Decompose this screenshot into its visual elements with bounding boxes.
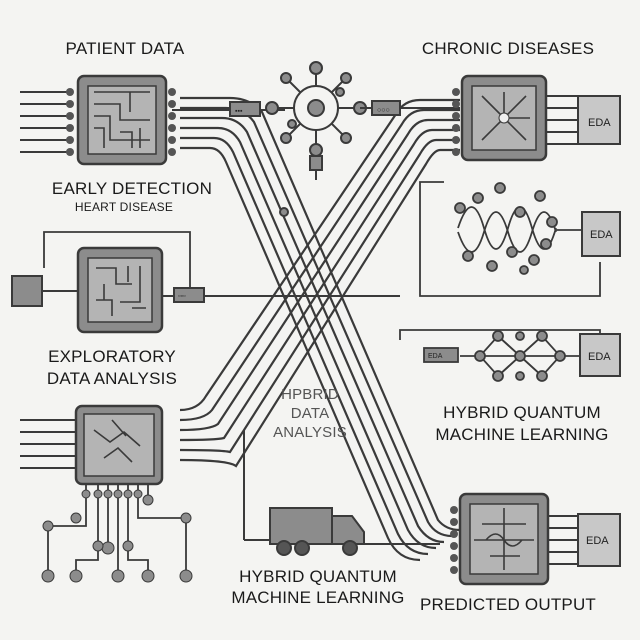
chronic-diseases-chip: EDA xyxy=(452,74,621,162)
eda-tag-4: EDA xyxy=(586,535,609,547)
wave-network: EDA xyxy=(419,181,621,297)
hybrid-center-line2: DATA xyxy=(290,405,330,422)
hybrid-quantum-network: EDA EDA xyxy=(399,329,621,382)
eda-tag-2: EDA xyxy=(590,229,613,241)
heart-disease-label: HEART DISEASE xyxy=(74,200,174,214)
hqml-bottom-line1: HYBRID QUANTUM xyxy=(239,567,397,586)
exploratory-chip: ▫▫▫ xyxy=(11,231,400,334)
predicted-output-label: PREDICTED OUTPUT xyxy=(419,595,597,614)
svg-text:○○○: ○○○ xyxy=(377,107,390,114)
truck-icon xyxy=(243,430,440,556)
bottom-left-chip xyxy=(20,404,193,583)
svg-text:▫▫▫: ▫▫▫ xyxy=(178,293,185,300)
early-detection-label: EARLY DETECTION xyxy=(51,179,213,198)
patient-data-label: PATIENT DATA xyxy=(65,39,185,58)
hybrid-center-line3: ANALYSIS xyxy=(273,424,347,441)
exploratory-label-line2: DATA ANALYSIS xyxy=(46,369,178,388)
patient-data-chip xyxy=(20,74,176,166)
predicted-output-chip: EDA xyxy=(450,492,621,586)
chronic-connector: ○○○ xyxy=(360,100,460,116)
top-network-hub xyxy=(265,61,367,217)
exploratory-label-line1: EXPLORATORY xyxy=(48,347,176,366)
eda-tag-1: EDA xyxy=(588,117,611,129)
eda-tag-3: EDA xyxy=(588,351,611,363)
hybrid-center-line1: HPBRID xyxy=(281,386,339,403)
hqml-right-line2: MACHINE LEARNING xyxy=(435,425,609,444)
hqml-bottom-line2: MACHINE LEARNING xyxy=(231,588,405,607)
svg-text:EDA: EDA xyxy=(428,353,443,360)
hqml-right-line1: HYBRID QUANTUM xyxy=(443,403,601,422)
svg-text:▪▪▪: ▪▪▪ xyxy=(235,108,243,115)
chronic-diseases-label: CHRONIC DISEASES xyxy=(421,39,595,58)
